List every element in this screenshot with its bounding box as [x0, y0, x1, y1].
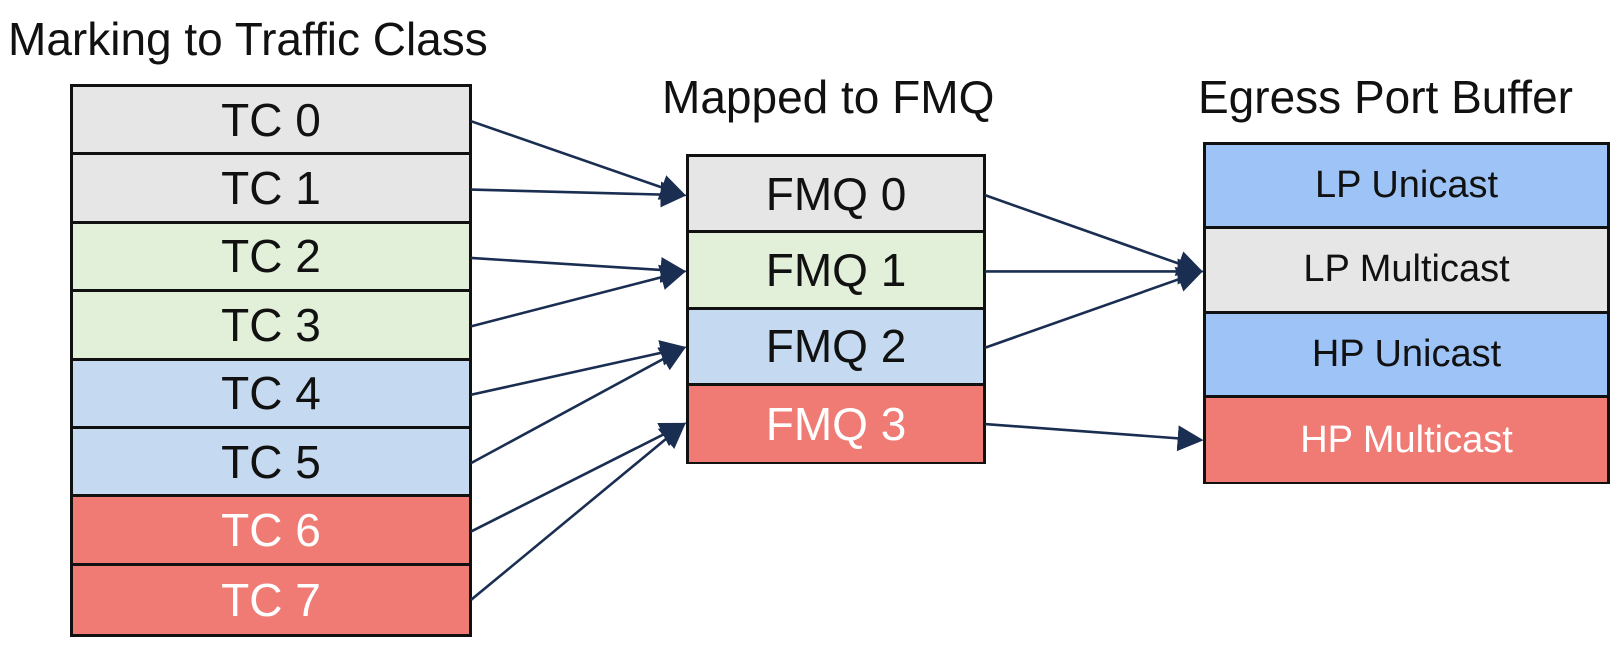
traffic-class-box-4: TC 4 [73, 360, 469, 429]
egress-buffer-heading: Egress Port Buffer [1198, 71, 1573, 123]
traffic-class-box-0: TC 0 [73, 87, 469, 156]
traffic-class-arrow-0 [470, 119, 687, 200]
egress-buffer-box-2: HP Unicast [1206, 313, 1607, 398]
traffic-class-heading: Marking to Traffic Class [8, 13, 488, 65]
fmq-box-1: FMQ 1 [689, 233, 983, 310]
egress-buffer-box-3: HP Multicast [1206, 397, 1607, 483]
traffic-class-arrow-2 [470, 256, 687, 283]
traffic-class-arrow-6 [470, 422, 687, 533]
fmq-box-0: FMQ 0 [689, 157, 983, 234]
fmq-arrow-0 [984, 193, 1204, 276]
fmq-box-2: FMQ 2 [689, 309, 983, 386]
fmq-column: FMQ 0 FMQ 1 FMQ 2 FMQ 3 [686, 154, 986, 464]
traffic-class-box-3: TC 3 [73, 292, 469, 361]
traffic-class-box-5: TC 5 [73, 428, 469, 498]
fmq-arrow-2 [984, 266, 1204, 349]
egress-buffer-box-1: LP Multicast [1206, 229, 1607, 314]
fmq-box-3: FMQ 3 [689, 385, 983, 463]
fmq-heading: Mapped to FMQ [662, 71, 995, 123]
traffic-class-box-1: TC 1 [73, 155, 469, 224]
egress-buffer-column: LP Unicast LP Multicast HP Unicast HP Mu… [1203, 142, 1610, 484]
traffic-class-box-7: TC 7 [73, 565, 469, 635]
traffic-class-column: TC 0 TC 1 TC 2 TC 3 TC 4 TC 5 TC 6 TC 7 [70, 84, 472, 637]
egress-buffer-box-0: LP Unicast [1206, 145, 1607, 230]
fmq-arrow-3 [984, 422, 1204, 452]
traffic-class-arrow-1 [470, 181, 687, 208]
traffic-class-arrow-7 [470, 422, 687, 601]
traffic-class-arrow-5 [470, 346, 687, 465]
traffic-class-box-2: TC 2 [73, 223, 469, 293]
traffic-class-arrow-3 [470, 264, 687, 328]
traffic-class-arrow-4 [470, 340, 687, 397]
traffic-class-box-6: TC 6 [73, 497, 469, 566]
